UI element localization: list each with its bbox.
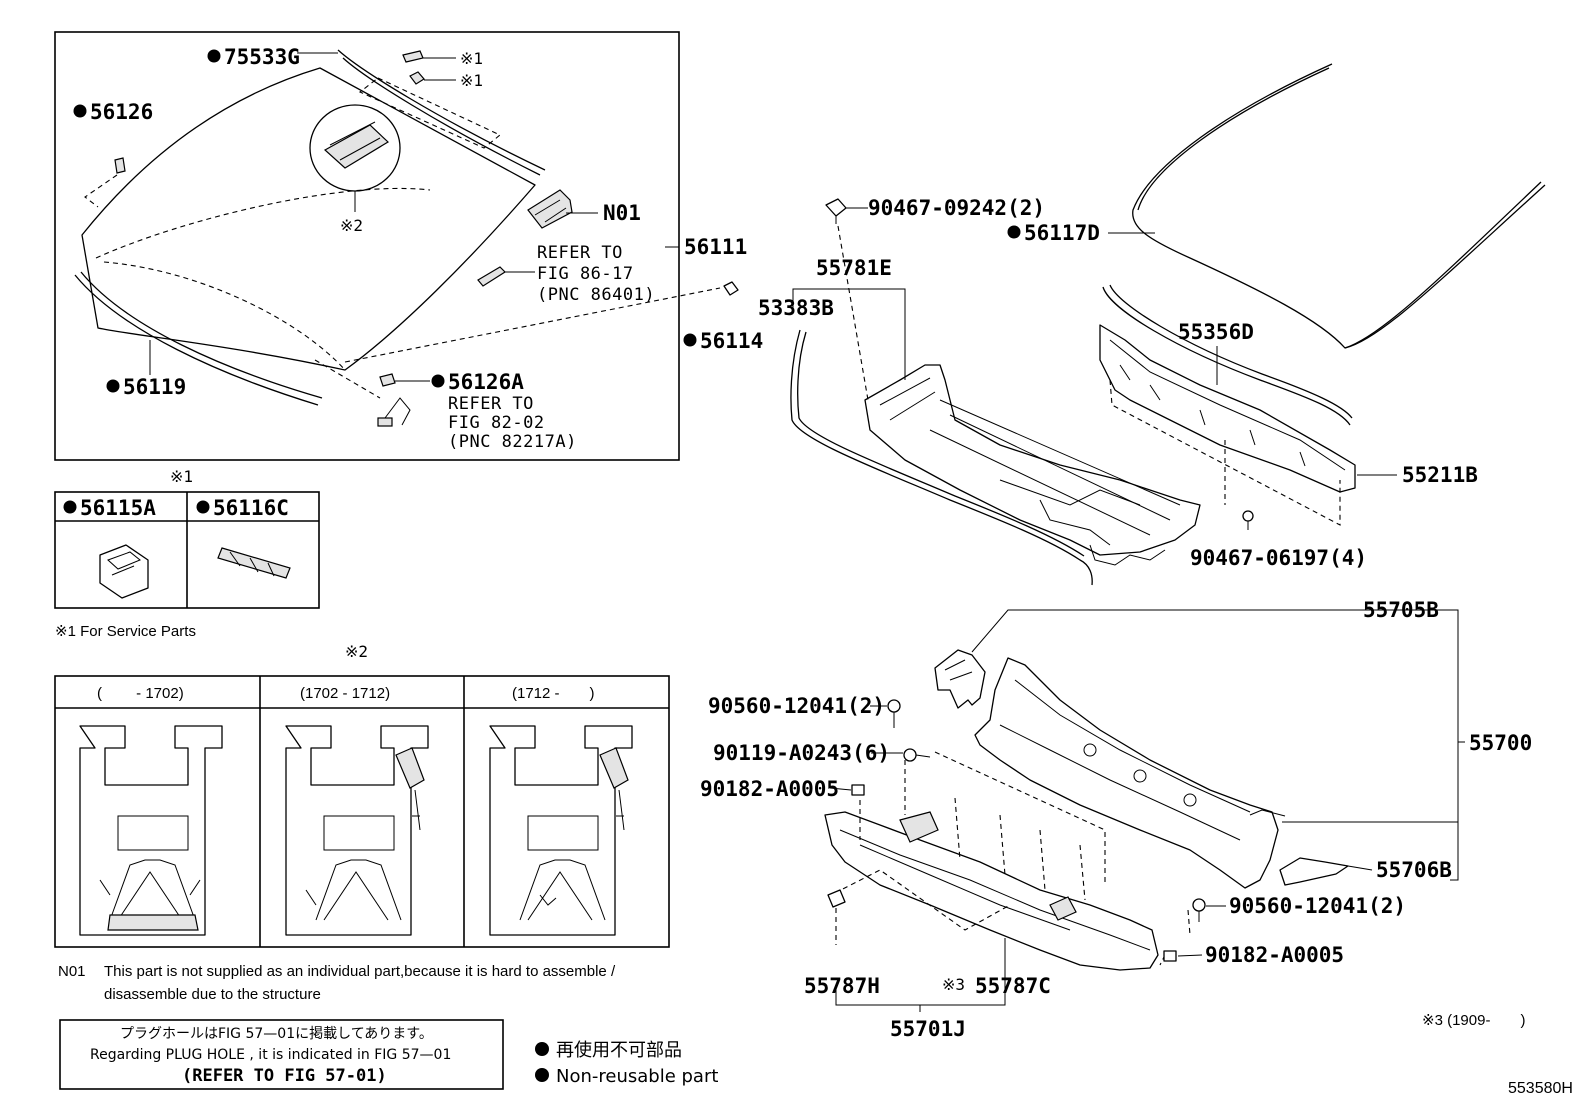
label-90182-A0005-a: 90182-A0005	[700, 777, 839, 801]
label-56117D: 56117D	[1024, 221, 1100, 245]
refer-fig: FIG 82-02	[448, 413, 545, 433]
legend-en: Non-reusable part	[556, 1066, 718, 1087]
note1-mark: ※1	[460, 49, 483, 68]
label-55356D: 55356D	[1178, 320, 1254, 344]
label-75533G: 75533G	[224, 45, 300, 69]
plug-hole-box	[59, 1019, 504, 1090]
n01-note-line2: disassemble due to the structure	[104, 986, 321, 1003]
diagram-id: 553580H	[1508, 1080, 1573, 1097]
variant-col3: (1712 - )	[512, 685, 595, 702]
variant-bracket-1	[79, 725, 223, 936]
note2-mark: ※2	[340, 216, 363, 235]
legend-dot	[535, 1068, 549, 1082]
label-55701J: 55701J	[890, 1017, 966, 1041]
refer-fig: FIG 86-17	[537, 264, 634, 284]
hood-56117D	[1132, 63, 1546, 349]
variant-bracket-2	[285, 725, 429, 936]
label-55211B: 55211B	[1402, 463, 1478, 487]
label-90560-12041-a: 90560-12041(2)	[708, 694, 885, 718]
windshield-glass	[81, 67, 536, 371]
variant-col2: (1702 - 1712)	[300, 685, 390, 702]
label-90560-12041-b: 90560-12041(2)	[1229, 894, 1406, 918]
label-56114: 56114	[700, 329, 763, 353]
variant-col1: ( - 1702)	[97, 685, 184, 702]
n01-note-line1: This part is not supplied as an individu…	[104, 963, 616, 980]
bracket-55706B	[1279, 857, 1349, 886]
refer-pnc: (PNC 86401)	[537, 285, 655, 305]
label-55700: 55700	[1469, 731, 1532, 755]
label-56126A: 56126A	[448, 370, 524, 394]
refer-text: REFER TO	[448, 394, 534, 414]
note3-range: ※3 (1909- )	[1422, 1012, 1525, 1029]
label-90467-06197: 90467-06197(4)	[1190, 546, 1367, 570]
bracket-55705B	[934, 649, 986, 709]
variant-box	[54, 675, 670, 948]
non-reusable-dot	[207, 49, 221, 63]
variant-bracket-3	[489, 725, 633, 936]
windshield-group-box	[54, 31, 680, 461]
label-55787H: 55787H	[804, 974, 880, 998]
label-55705B: 55705B	[1363, 598, 1439, 622]
label-55706B: 55706B	[1376, 858, 1452, 882]
label-55781E: 55781E	[816, 256, 892, 280]
cowl-frame-55700	[974, 657, 1279, 889]
n01-code: N01	[58, 963, 86, 980]
label-56116C: 56116C	[213, 496, 289, 520]
label-56111: 56111	[684, 235, 747, 259]
label-56115A: 56115A	[80, 496, 156, 520]
legend-jp: 再使用不可部品	[556, 1040, 682, 1061]
label-90467-09242: 90467-09242(2)	[868, 196, 1045, 220]
legend-dot	[535, 1042, 549, 1056]
variant-box-header: ※2	[345, 642, 368, 661]
plug-hole-en: Regarding PLUG HOLE , it is indicated in…	[90, 1047, 451, 1063]
label-56119: 56119	[123, 375, 186, 399]
note3-mark: ※3	[942, 975, 965, 994]
label-N01: N01	[603, 201, 641, 225]
label-90119-A0243: 90119-A0243(6)	[713, 741, 890, 765]
non-reusable-dot	[683, 333, 697, 347]
refer-text: REFER TO	[537, 243, 623, 263]
service-box-header: ※1	[170, 467, 193, 486]
label-55787C: 55787C	[975, 974, 1051, 998]
service-footnote: ※1 For Service Parts	[55, 623, 196, 640]
clip-56116C	[217, 547, 291, 579]
non-reusable-dot	[106, 379, 120, 393]
non-reusable-dot	[73, 104, 87, 118]
plug-hole-jp: プラグホールはFIG 57—01に掲載してあります。	[120, 1026, 433, 1042]
note1-mark: ※1	[460, 71, 483, 90]
clip-56115A	[99, 544, 149, 599]
label-56126: 56126	[90, 100, 153, 124]
non-reusable-dot	[431, 374, 445, 388]
refer-pnc: (PNC 82217A)	[448, 432, 577, 452]
cowl-panel-55701J	[824, 811, 1159, 971]
label-53383B: 53383B	[758, 296, 834, 320]
plug-hole-refer: (REFER TO FIG 57-01)	[182, 1066, 387, 1086]
cowl-louver-55781E	[864, 364, 1201, 556]
label-90182-A0005-b: 90182-A0005	[1205, 943, 1344, 967]
